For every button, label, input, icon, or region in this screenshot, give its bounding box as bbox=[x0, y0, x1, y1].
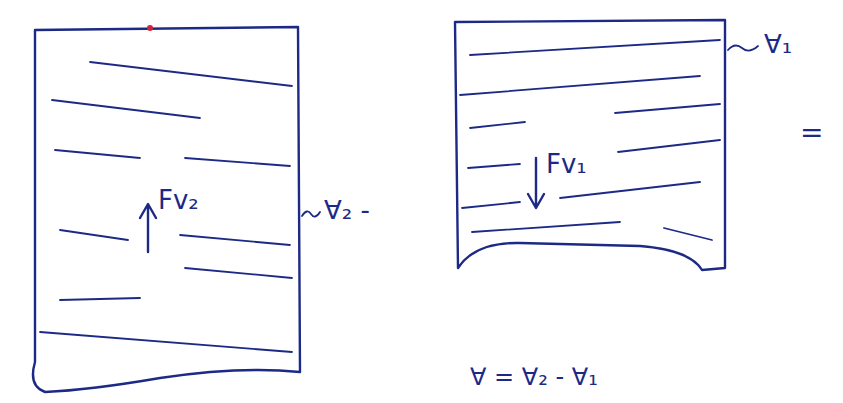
label-slot: ∀ = ∀₂ - ∀₁ bbox=[470, 364, 598, 390]
sketch-label: Fv₁ bbox=[546, 149, 587, 179]
label-slot: ∀₂ - bbox=[324, 196, 370, 225]
ink-speck bbox=[147, 25, 153, 31]
sketch-label: ∀₂ - bbox=[324, 195, 370, 225]
right-region-hatch bbox=[460, 40, 720, 240]
label-slot: Fv₁ bbox=[546, 150, 587, 179]
leader-tilde bbox=[302, 211, 320, 216]
leader-tilde bbox=[728, 45, 758, 50]
label-slot: ∀₁ bbox=[764, 30, 792, 59]
sketch-label: = bbox=[800, 116, 823, 149]
label-slot: Fv₂ bbox=[158, 186, 199, 215]
right-region-outline bbox=[455, 20, 725, 270]
left-region-hatch bbox=[40, 62, 292, 352]
force-arrow-down bbox=[528, 158, 544, 208]
label-slot: = bbox=[800, 118, 823, 149]
sketch-label: ∀ = ∀₂ - ∀₁ bbox=[470, 363, 598, 391]
force-arrow-up bbox=[140, 204, 156, 252]
left-region-outline bbox=[33, 27, 300, 392]
sketch-label: Fv₂ bbox=[158, 185, 199, 215]
sketch-label: ∀₁ bbox=[764, 29, 792, 59]
